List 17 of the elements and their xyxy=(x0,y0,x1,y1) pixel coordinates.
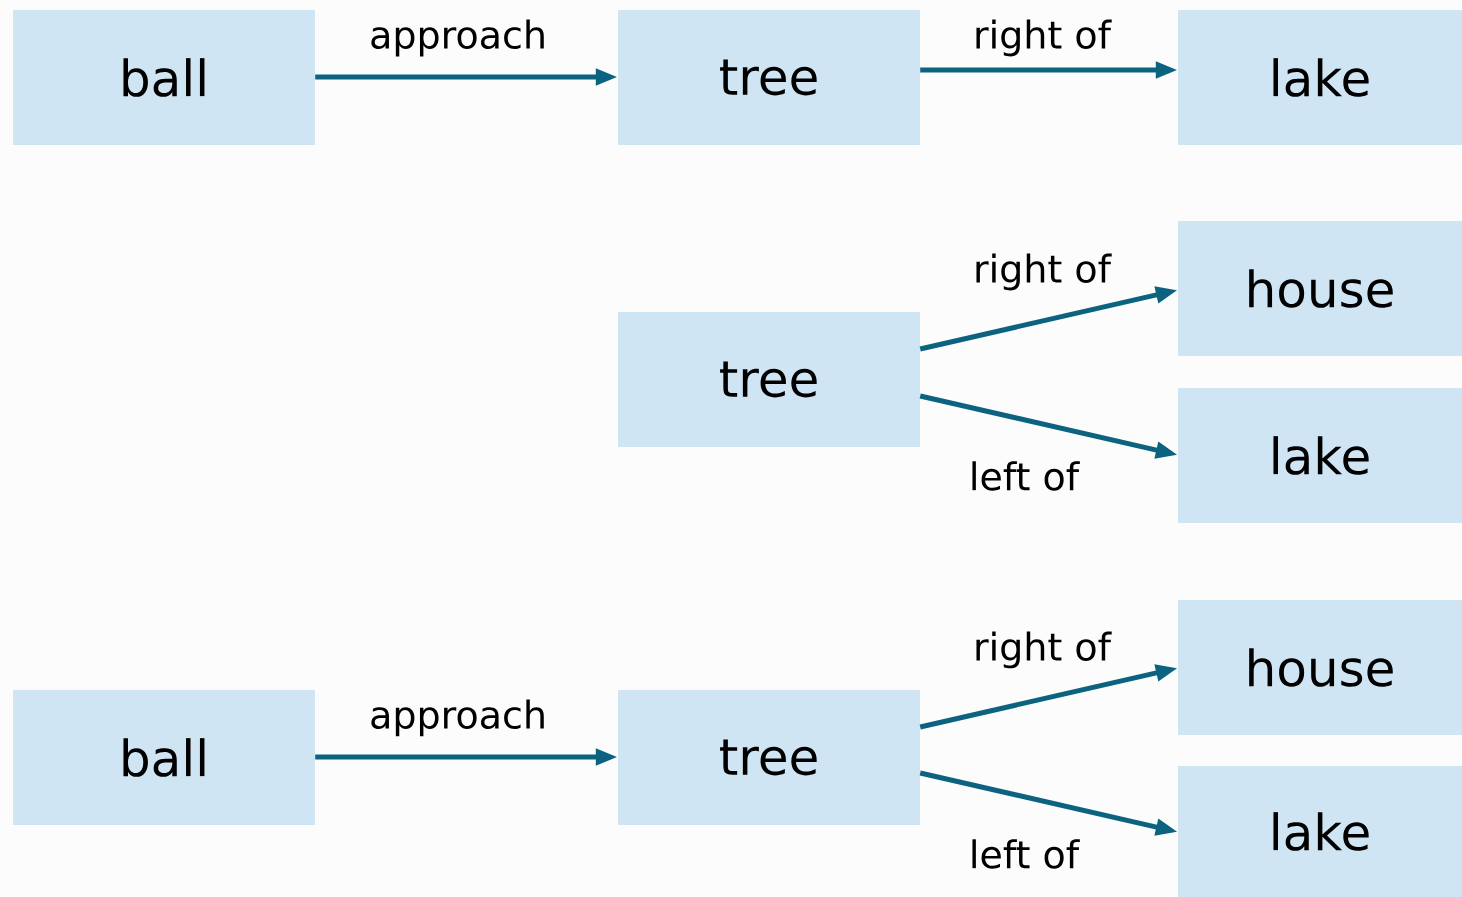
label-box: tree xyxy=(618,10,920,145)
edge-label: right of xyxy=(976,19,1112,57)
edge-label: left of xyxy=(972,461,1080,491)
label-box: tree xyxy=(618,690,920,825)
label-box: lake xyxy=(1178,766,1462,897)
label-box: lake xyxy=(1178,10,1462,145)
label-box: ball xyxy=(13,10,315,145)
label-box: ball xyxy=(13,690,315,825)
label-box: house xyxy=(1178,600,1462,735)
label-box: house xyxy=(1178,221,1462,356)
edge-label: left of xyxy=(972,839,1080,869)
edge-label: right of xyxy=(976,253,1112,291)
edge-label: approach xyxy=(371,19,544,57)
label-box: lake xyxy=(1178,388,1462,523)
edge-label: right of xyxy=(976,631,1112,669)
label-box: tree xyxy=(618,312,920,447)
edge-label: approach xyxy=(371,699,544,737)
